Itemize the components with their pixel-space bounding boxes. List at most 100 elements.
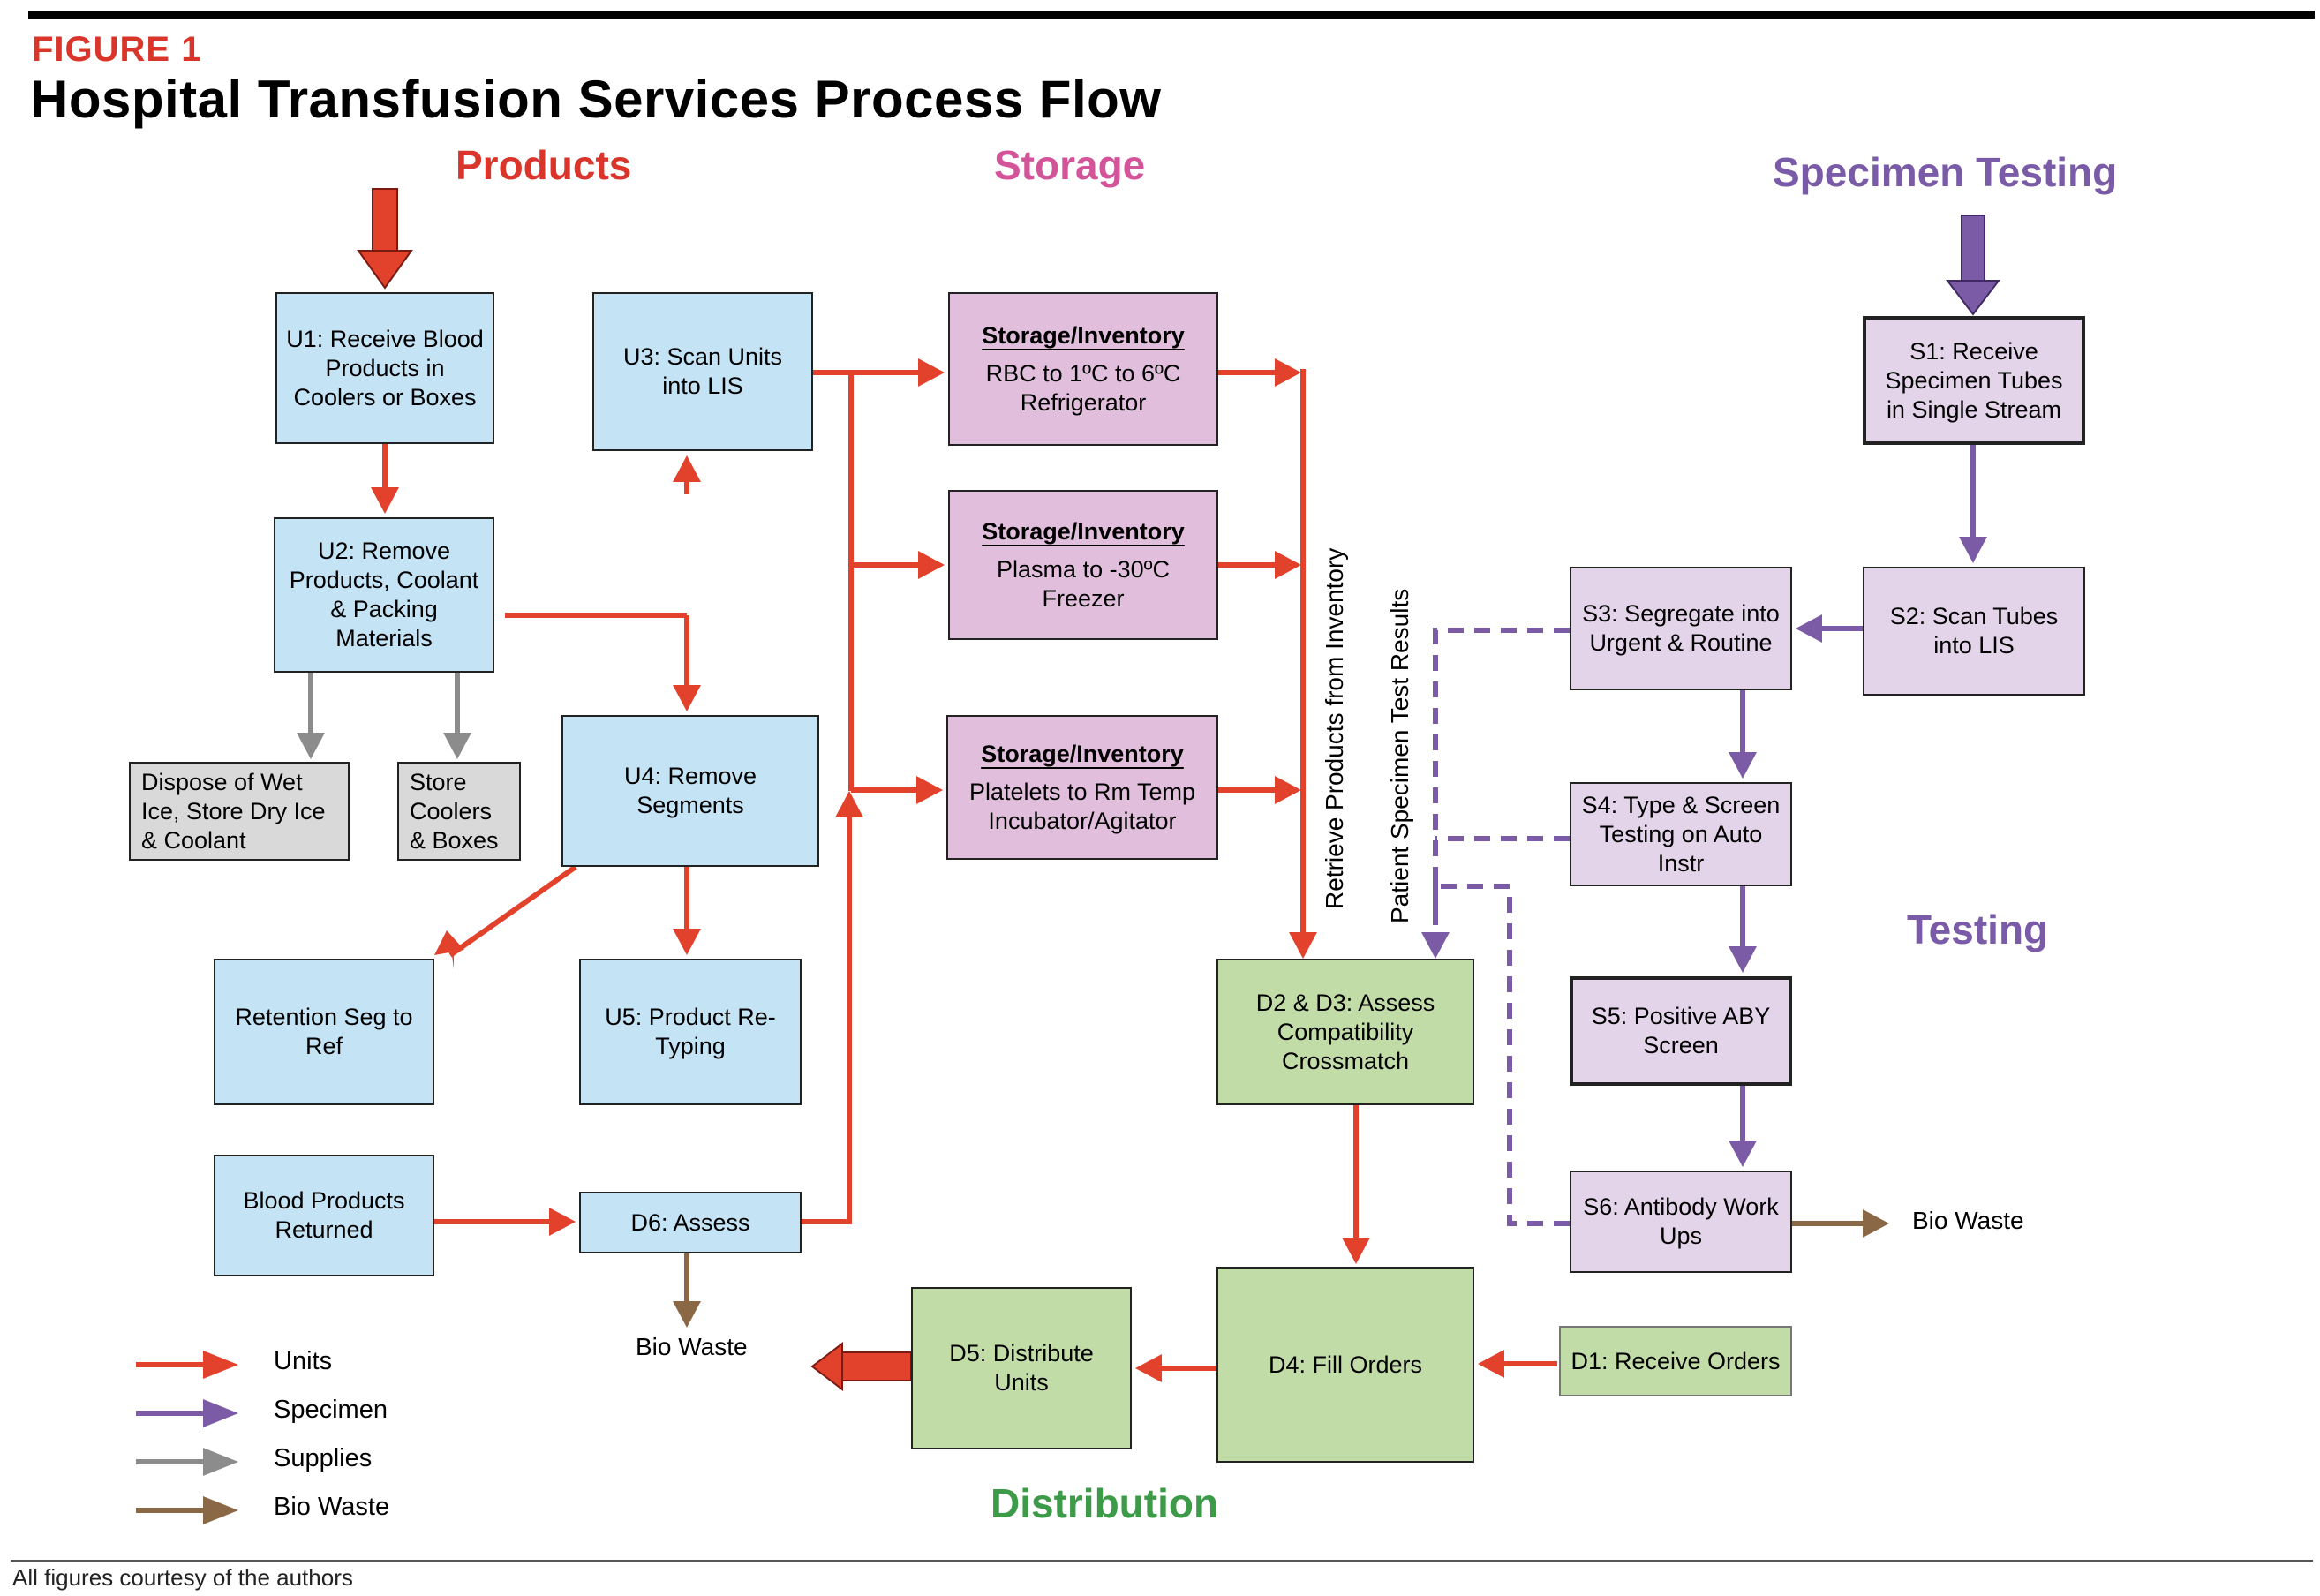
- d2d3-to-d4-head: [1342, 1238, 1370, 1264]
- bio-waste-label-d6: Bio Waste: [636, 1333, 748, 1360]
- figure-label: FIGURE 1: [32, 30, 202, 69]
- legend-specimen: Specimen: [274, 1396, 388, 1424]
- s6-text: S6: Antibody Work Ups: [1583, 1193, 1779, 1249]
- d1-receive-orders-box: D1: Receive Orders: [1559, 1326, 1792, 1396]
- storage-rbc-heading: Storage/Inventory: [982, 321, 1185, 349]
- storage-rbc-box: Storage/Inventory RBC to 1ºC to 6ºC Refr…: [948, 292, 1218, 446]
- testing-heading: Testing: [1907, 907, 2049, 952]
- s6-to-bio-waste-head: [1863, 1209, 1889, 1238]
- s4-text: S4: Type & Screen Testing on Auto Instr: [1581, 791, 1781, 877]
- d5-text: D5: Distribute Units: [949, 1340, 1094, 1396]
- d4-text: D4: Fill Orders: [1268, 1351, 1423, 1378]
- s6-results-dashed: [1435, 884, 1570, 1226]
- u4-to-u5-head: [673, 929, 701, 955]
- d6-assess-box: D6: Assess: [579, 1192, 802, 1253]
- d2d3-text: D2 & D3: Assess Compatibility Crossmatch: [1255, 989, 1435, 1074]
- s5-to-s6-head: [1729, 1141, 1757, 1167]
- s1-to-s2-head: [1959, 537, 1987, 563]
- u3-scan-units-box: U3: Scan Units into LIS: [592, 292, 813, 451]
- s2-text: S2: Scan Tubes into LIS: [1889, 603, 2059, 659]
- rbc-out-head: [1275, 358, 1301, 387]
- returned-to-d6-head: [549, 1208, 576, 1236]
- retrieve-products-label: Retrieve Products from Inventory: [1321, 547, 1348, 909]
- figure-title: Hospital Transfusion Services Process Fl…: [30, 70, 1162, 129]
- storage-plasma-heading: Storage/Inventory: [982, 517, 1185, 545]
- u1-text: U1: Receive Blood Products in Coolers or…: [286, 325, 484, 410]
- dispose-text: Dispose of Wet Ice, Store Dry Ice & Cool…: [141, 768, 326, 854]
- storage-platelets-box: Storage/Inventory Platelets to Rm Temp I…: [946, 715, 1218, 860]
- bus-to-platelets-head: [916, 776, 943, 804]
- legend-supplies: Supplies: [274, 1444, 373, 1472]
- u5-retyping-box: U5: Product Re-Typing: [579, 959, 802, 1105]
- d1-to-d4-head: [1478, 1350, 1504, 1378]
- s2-scan-tubes-box: S2: Scan Tubes into LIS: [1863, 567, 2085, 696]
- u5-text: U5: Product Re-Typing: [605, 1004, 776, 1059]
- u3-text: U3: Scan Units into LIS: [622, 343, 783, 399]
- returned-text: Blood Products Returned: [243, 1187, 405, 1243]
- d5-out-shaft: [841, 1351, 912, 1381]
- s2-to-s3-head: [1796, 614, 1822, 643]
- s3-segregate-box: S3: Segregate into Urgent & Routine: [1570, 567, 1792, 690]
- storage-heading: Storage: [994, 142, 1146, 188]
- d5-distribute-box: D5: Distribute Units: [911, 1287, 1132, 1449]
- d4-to-d5-head: [1135, 1354, 1162, 1382]
- junction-to-u3-head: [673, 455, 701, 482]
- dispose-ice-box: Dispose of Wet Ice, Store Dry Ice & Cool…: [129, 762, 350, 861]
- plasma-out-head: [1275, 551, 1301, 579]
- s5-positive-aby-box: S5: Positive ABY Screen: [1570, 976, 1792, 1086]
- u2-to-store-coolers-head: [443, 733, 471, 759]
- u1-intake-head: [357, 250, 413, 290]
- storage-rbc-text: RBC to 1ºC to 6ºC Refrigerator: [985, 359, 1181, 416]
- distribution-heading: Distribution: [991, 1480, 1219, 1526]
- u4-text: U4: Remove Segments: [623, 763, 757, 818]
- retrieve-head: [1289, 932, 1317, 959]
- s1-intake-head: [1945, 280, 2001, 316]
- d6-text: D6: Assess: [630, 1208, 750, 1236]
- credit-line: All figures courtesy of the authors: [12, 1564, 353, 1591]
- legend-units: Units: [274, 1347, 333, 1375]
- results-head: [1421, 932, 1450, 959]
- u1-receive-box: U1: Receive Blood Products in Coolers or…: [275, 292, 494, 444]
- top-rule: [28, 11, 2315, 19]
- u2-text: U2: Remove Products, Coolant & Packing M…: [289, 538, 479, 651]
- d5-out-head: [810, 1341, 843, 1392]
- u1-to-u2-head: [371, 487, 399, 514]
- bottom-rule: [11, 1560, 2313, 1562]
- u4-to-retention-head: [434, 930, 464, 955]
- u4-remove-segments-box: U4: Remove Segments: [561, 715, 819, 867]
- s3-results-dashed: [1433, 628, 1570, 918]
- d6-riser: [802, 803, 852, 1224]
- s4-type-screen-box: S4: Type & Screen Testing on Auto Instr: [1570, 782, 1792, 886]
- storage-plasma-box: Storage/Inventory Plasma to -30ºC Freeze…: [948, 490, 1218, 640]
- d4-fill-orders-box: D4: Fill Orders: [1216, 1267, 1474, 1463]
- legend-units-arrow-head: [203, 1351, 238, 1379]
- patient-results-label: Patient Specimen Test Results: [1386, 588, 1413, 923]
- legend-bio-waste: Bio Waste: [274, 1493, 390, 1521]
- specimen-testing-heading: Specimen Testing: [1773, 149, 2118, 195]
- storage-platelets-heading: Storage/Inventory: [981, 740, 1184, 767]
- retention-text: Retention Seg to Ref: [235, 1004, 413, 1059]
- bio-waste-label-s6: Bio Waste: [1912, 1207, 2024, 1234]
- s1-intake-shaft: [1961, 215, 1985, 282]
- s4-to-s5-head: [1729, 946, 1757, 973]
- s6-antibody-box: S6: Antibody Work Ups: [1570, 1171, 1792, 1273]
- junction-to-u4-head: [673, 685, 701, 711]
- s3-to-s4-head: [1729, 752, 1757, 779]
- legend-bio-waste-arrow-head: [203, 1496, 238, 1524]
- legend-supplies-arrow-head: [203, 1448, 238, 1476]
- u1-intake-shaft: [372, 188, 398, 252]
- products-heading: Products: [456, 142, 632, 188]
- store-coolers-box: Store Coolers & Boxes: [397, 762, 521, 861]
- retention-seg-box: Retention Seg to Ref: [214, 959, 434, 1105]
- platelets-out-head: [1275, 776, 1301, 804]
- blood-returned-box: Blood Products Returned: [214, 1155, 434, 1276]
- d2d3-crossmatch-box: D2 & D3: Assess Compatibility Crossmatch: [1216, 959, 1474, 1105]
- bus-to-plasma-head: [918, 551, 945, 579]
- storage-plasma-text: Plasma to -30ºC Freezer: [997, 555, 1170, 612]
- d6-to-bio-waste-head: [673, 1301, 701, 1328]
- u2-remove-box: U2: Remove Products, Coolant & Packing M…: [274, 517, 494, 673]
- bus-to-rbc-head: [918, 358, 945, 387]
- d6-riser-head: [835, 791, 863, 817]
